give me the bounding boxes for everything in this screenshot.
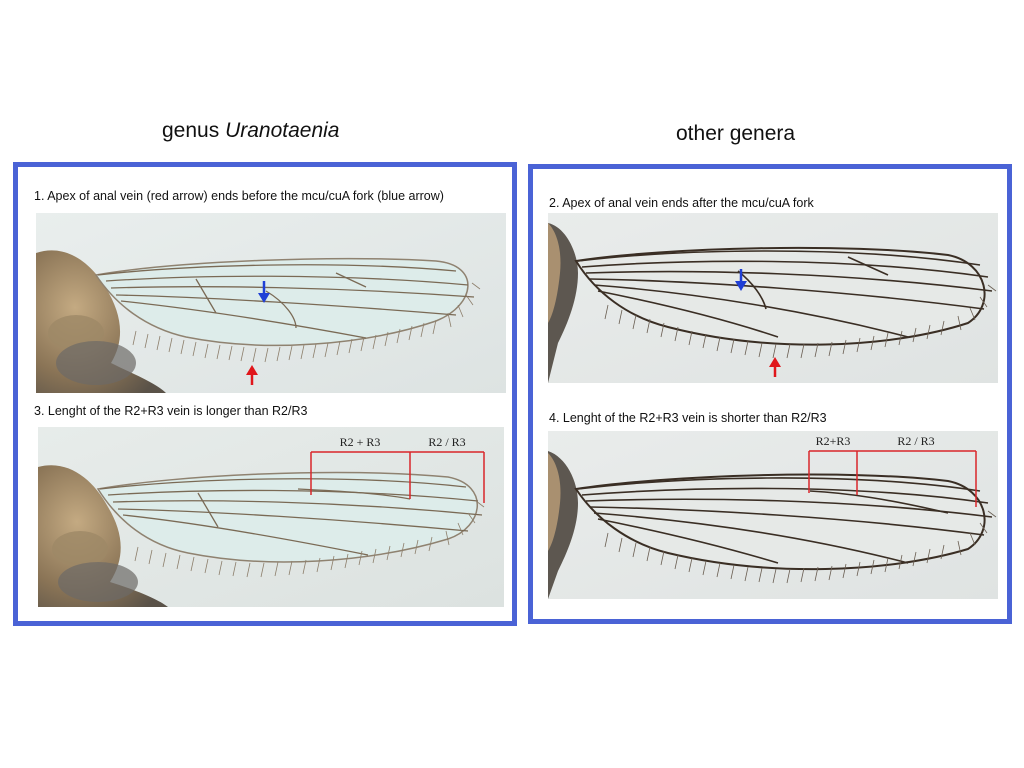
heading-uranotaenia: genus Uranotaenia bbox=[162, 119, 339, 143]
caption-1: 1. Apex of anal vein (red arrow) ends be… bbox=[34, 189, 444, 203]
caption-3: 3. Lenght of the R2+R3 vein is longer th… bbox=[34, 404, 308, 418]
blue-down-arrow-icon bbox=[258, 281, 270, 303]
label-r2-plus-r3: R2+R3 bbox=[816, 434, 851, 448]
measurement-bracket-left: R2 + R3 R2 / R3 bbox=[310, 435, 485, 503]
red-up-arrow-icon bbox=[246, 365, 258, 385]
red-up-arrow-icon bbox=[769, 357, 781, 377]
wing-photo-other-4: R2+R3 R2 / R3 bbox=[548, 431, 998, 599]
wing-photo-other-2 bbox=[548, 213, 998, 383]
measurement-bracket-right: R2+R3 R2 / R3 bbox=[808, 434, 977, 507]
blue-down-arrow-icon bbox=[735, 269, 747, 291]
label-r2-slash-r3: R2 / R3 bbox=[428, 435, 465, 449]
heading-genus-name: Uranotaenia bbox=[225, 119, 340, 142]
label-r2-plus-r3: R2 + R3 bbox=[340, 435, 381, 449]
heading-prefix: genus bbox=[162, 119, 226, 142]
wing-photo-uranotaenia-3: R2 + R3 R2 / R3 bbox=[38, 427, 504, 607]
panel-other-genera: 2. Apex of anal vein ends after the mcu/… bbox=[528, 164, 1012, 624]
caption-2: 2. Apex of anal vein ends after the mcu/… bbox=[549, 196, 814, 210]
caption-4: 4. Lenght of the R2+R3 vein is shorter t… bbox=[549, 411, 827, 425]
label-r2-slash-r3: R2 / R3 bbox=[897, 434, 934, 448]
heading-other-genera: other genera bbox=[676, 122, 796, 145]
wing-photo-uranotaenia-1 bbox=[36, 213, 506, 393]
panel-uranotaenia: 1. Apex of anal vein (red arrow) ends be… bbox=[13, 162, 517, 626]
